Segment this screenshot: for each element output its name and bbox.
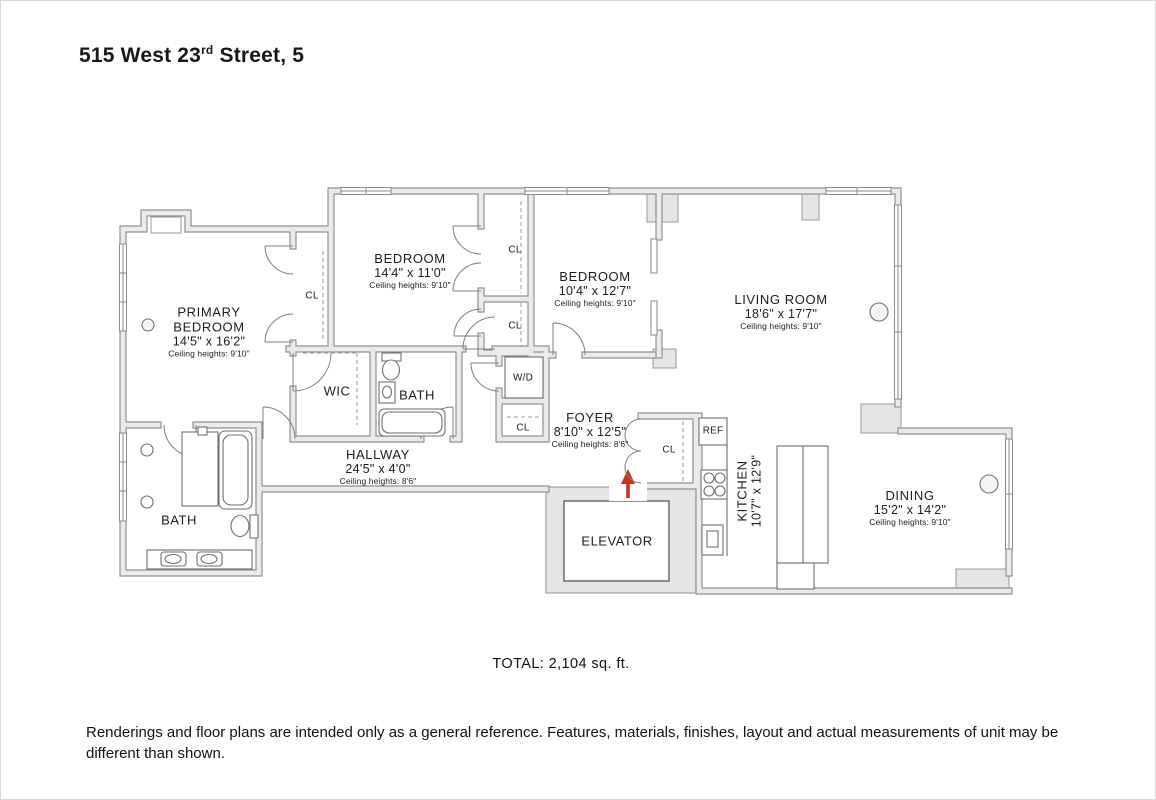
column — [141, 318, 155, 332]
column — [869, 302, 889, 322]
label-closet: CL — [516, 422, 530, 434]
room-label-hallway: HALLWAY 24'5" x 4'0" Ceiling heights: 8'… — [339, 447, 417, 486]
column — [979, 474, 999, 494]
wall-notch — [150, 216, 182, 234]
title-suffix: Street, 5 — [213, 44, 305, 67]
closet-rods — [303, 201, 684, 481]
wall-sconce — [140, 495, 154, 509]
room-label-wic: WIC — [323, 383, 351, 399]
windows — [119, 187, 1013, 550]
room-label-dining: DINING 15'2" x 14'2" Ceiling heights: 9'… — [869, 488, 951, 527]
label-refrigerator: REF — [702, 425, 724, 437]
label-closet: CL — [662, 444, 676, 456]
title-prefix: 515 West 23 — [79, 44, 202, 67]
wall-sconce — [140, 443, 154, 457]
room-label-elevator: ELEVATOR — [581, 533, 653, 549]
fixtures — [140, 302, 999, 590]
room-label-kitchen: KITCHEN 10'7" x 12'9" — [734, 454, 764, 528]
room-label-bath-primary: BATH — [161, 512, 197, 528]
title-superscript: rd — [201, 43, 214, 57]
room-label-primary-bedroom: PRIMARY BEDROOM 14'5" x 16'2" Ceiling he… — [168, 304, 250, 359]
page-title: 515 West 23rd Street, 5 — [79, 43, 304, 68]
room-label-living-room: LIVING ROOM 18'6" x 17'7" Ceiling height… — [734, 292, 828, 331]
total-area: TOTAL: 2,104 sq. ft. — [492, 656, 630, 672]
room-label-foyer: FOYER 8'10" x 12'5" Ceiling heights: 8'6… — [551, 410, 629, 449]
label-closet: CL — [508, 244, 522, 256]
pocket-door-panels — [650, 238, 658, 336]
room-label-bedroom-2: BEDROOM 10'4" x 12'7" Ceiling heights: 9… — [554, 269, 636, 308]
shower-head — [197, 426, 208, 436]
washer-dryer-unit — [504, 356, 544, 399]
room-label-bath-hall: BATH — [399, 387, 435, 403]
room-label-bedroom-1: BEDROOM 14'4" x 11'0" Ceiling heights: 9… — [369, 251, 451, 290]
label-closet: CL — [508, 320, 522, 332]
toilet-tank — [249, 514, 259, 539]
refrigerator-box — [698, 417, 728, 446]
toilet-bowl — [381, 359, 401, 381]
label-washer-dryer: W/D — [512, 372, 534, 384]
disclaimer-text: Renderings and floor plans are intended … — [86, 724, 1059, 762]
toilet-bowl — [230, 514, 250, 538]
shower — [181, 431, 219, 507]
label-closet: CL — [305, 290, 319, 302]
elevator-shaft — [563, 500, 670, 582]
